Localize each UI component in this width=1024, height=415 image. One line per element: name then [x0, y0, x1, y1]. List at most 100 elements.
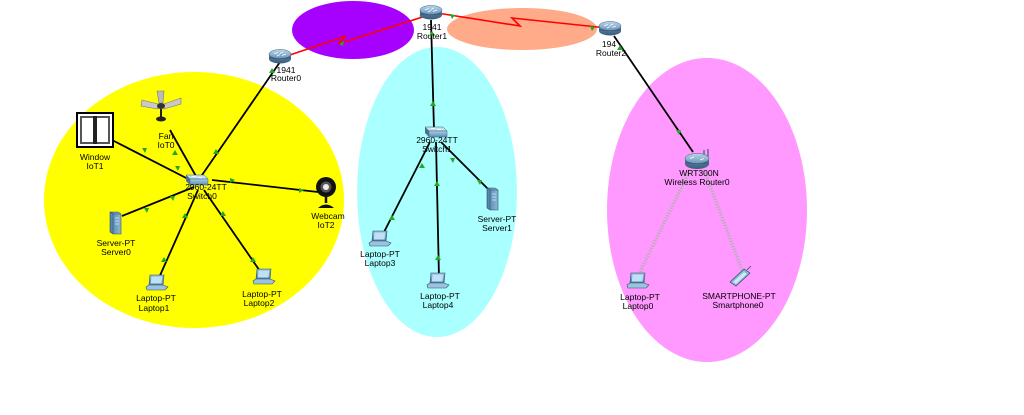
- device-smartphone0[interactable]: SMARTPHONE-PT Smartphone0: [702, 266, 776, 310]
- port-indicator: [220, 211, 226, 216]
- ethernet-link-server0-switch0[interactable]: [121, 186, 195, 217]
- device-name-label: Router0: [271, 73, 302, 83]
- device-name-label: Smartphone0: [712, 300, 763, 310]
- device-webcam-iot2[interactable]: Webcam IoT2: [311, 176, 345, 230]
- ethernet-link-laptop1-switch0[interactable]: [157, 189, 199, 281]
- port-indicator: [617, 45, 623, 50]
- serial-link-router0-router1[interactable]: [283, 13, 433, 58]
- device-name-label: Laptop3: [365, 258, 396, 268]
- port-indicator: [450, 158, 455, 163]
- ethernet-link-laptop4-switch1[interactable]: [435, 141, 440, 279]
- device-model-label: Laptop-PT: [136, 293, 176, 303]
- device-name-label: Server0: [101, 247, 131, 257]
- device-model-label: 1941: [423, 22, 442, 32]
- router-icon: [268, 49, 292, 64]
- device-model-label: Fan: [159, 131, 174, 141]
- device-name-label: Laptop0: [623, 301, 654, 311]
- device-server0[interactable]: Server-PT Server0: [97, 211, 136, 257]
- port-indicator: [590, 26, 595, 31]
- device-model-label: Webcam: [311, 211, 344, 221]
- router-icon: [419, 5, 443, 20]
- device-name-label: Router1: [417, 31, 448, 41]
- device-router2[interactable]: 194 Router2: [596, 21, 627, 59]
- port-indicator: [389, 215, 395, 220]
- wireless-zone: [607, 58, 807, 362]
- port-indicator: [269, 68, 275, 73]
- device-switch0[interactable]: 2960-24TT Switch0: [185, 174, 227, 201]
- device-router1[interactable]: 1941 Router1: [417, 5, 448, 42]
- router-icon: [598, 21, 622, 36]
- device-name-label: Wireless Router0: [664, 177, 729, 187]
- port-indicator: [250, 257, 256, 262]
- port-indicator: [434, 181, 440, 186]
- port-indicator: [172, 150, 178, 155]
- device-name-label: Router2: [596, 48, 627, 58]
- port-indicator: [170, 196, 175, 201]
- device-laptop3[interactable]: Laptop-PT Laptop3: [360, 230, 400, 268]
- server-icon: [109, 211, 122, 235]
- port-indicator: [435, 255, 441, 260]
- device-model-label: Window: [80, 152, 111, 162]
- device-model-label: Laptop-PT: [620, 292, 660, 302]
- wireless-link-smartphone0[interactable]: [702, 169, 744, 271]
- port-indicator: [339, 41, 344, 46]
- device-router0[interactable]: 1941 Router0: [268, 49, 302, 84]
- device-model-label: Laptop-PT: [420, 291, 460, 301]
- port-indicator: [429, 31, 435, 36]
- serial-link-router1-router2[interactable]: [436, 12, 608, 29]
- wireless-link-laptop0[interactable]: [636, 169, 692, 277]
- device-switch1[interactable]: 2960-24TT Switch1: [416, 126, 458, 154]
- ethernet-link-laptop3-switch1[interactable]: [381, 141, 431, 237]
- port-indicator: [230, 178, 235, 183]
- port-indicator: [144, 208, 149, 213]
- device-model-label: Server-PT: [478, 214, 517, 224]
- port-indicator: [299, 188, 304, 193]
- device-name-label: Laptop2: [244, 298, 275, 308]
- port-indicator: [419, 163, 425, 168]
- device-name-label: IoT2: [317, 220, 334, 230]
- device-laptop4[interactable]: Laptop-PT Laptop4: [420, 272, 460, 310]
- device-model-label: Laptop-PT: [360, 249, 400, 259]
- port-indicator: [450, 14, 455, 19]
- device-name-label: IoT0: [157, 140, 174, 150]
- device-model-label: WRT300N: [679, 168, 719, 178]
- wan1-zone: [447, 8, 597, 50]
- device-model-label: 2960-24TT: [185, 182, 227, 192]
- ethernet-link-router1-switch1[interactable]: [430, 19, 435, 131]
- device-model-label: SMARTPHONE-PT: [702, 291, 776, 301]
- device-model-label: 2960-24TT: [416, 135, 458, 145]
- device-laptop1[interactable]: Laptop-PT Laptop1: [136, 274, 176, 313]
- port-indicator: [477, 180, 482, 185]
- device-laptop2[interactable]: Laptop-PT Laptop2: [242, 268, 282, 308]
- port-indicator: [175, 166, 180, 171]
- device-laptop0[interactable]: Laptop-PT Laptop0: [620, 272, 660, 311]
- port-indicator: [142, 148, 147, 153]
- device-fan-iot0[interactable]: Fan IoT0: [140, 90, 182, 150]
- ethernet-link-window-switch0[interactable]: [111, 139, 195, 183]
- port-indicator: [676, 130, 681, 135]
- ethernet-link-fan-switch0[interactable]: [169, 129, 198, 179]
- server-icon: [486, 187, 499, 211]
- device-name-label: Switch1: [422, 144, 452, 154]
- port-indicator: [161, 257, 167, 262]
- device-name-label: Laptop4: [423, 300, 454, 310]
- device-window-iot1[interactable]: Window IoT1: [76, 112, 114, 171]
- ethernet-link-router0-switch0[interactable]: [199, 61, 281, 179]
- port-indicator: [430, 101, 436, 106]
- device-name-label: IoT1: [86, 161, 103, 171]
- ethernet-link-server1-switch1[interactable]: [440, 141, 492, 193]
- device-name-label: Switch0: [187, 191, 217, 201]
- port-indicator: [213, 149, 219, 154]
- device-name-label: Server1: [482, 223, 512, 233]
- wan0-zone: [292, 1, 414, 59]
- window-icon: [76, 112, 114, 148]
- device-model-label: Laptop-PT: [242, 289, 282, 299]
- device-server1[interactable]: Server-PT Server1: [478, 187, 517, 233]
- device-wireless-router0[interactable]: WRT300N Wireless Router0: [664, 148, 730, 187]
- device-model-label: 194: [602, 39, 616, 49]
- device-name-label: Laptop1: [139, 303, 170, 313]
- device-model-label: Server-PT: [97, 238, 136, 248]
- port-indicator: [182, 213, 188, 218]
- device-model-label: 1941: [277, 65, 296, 75]
